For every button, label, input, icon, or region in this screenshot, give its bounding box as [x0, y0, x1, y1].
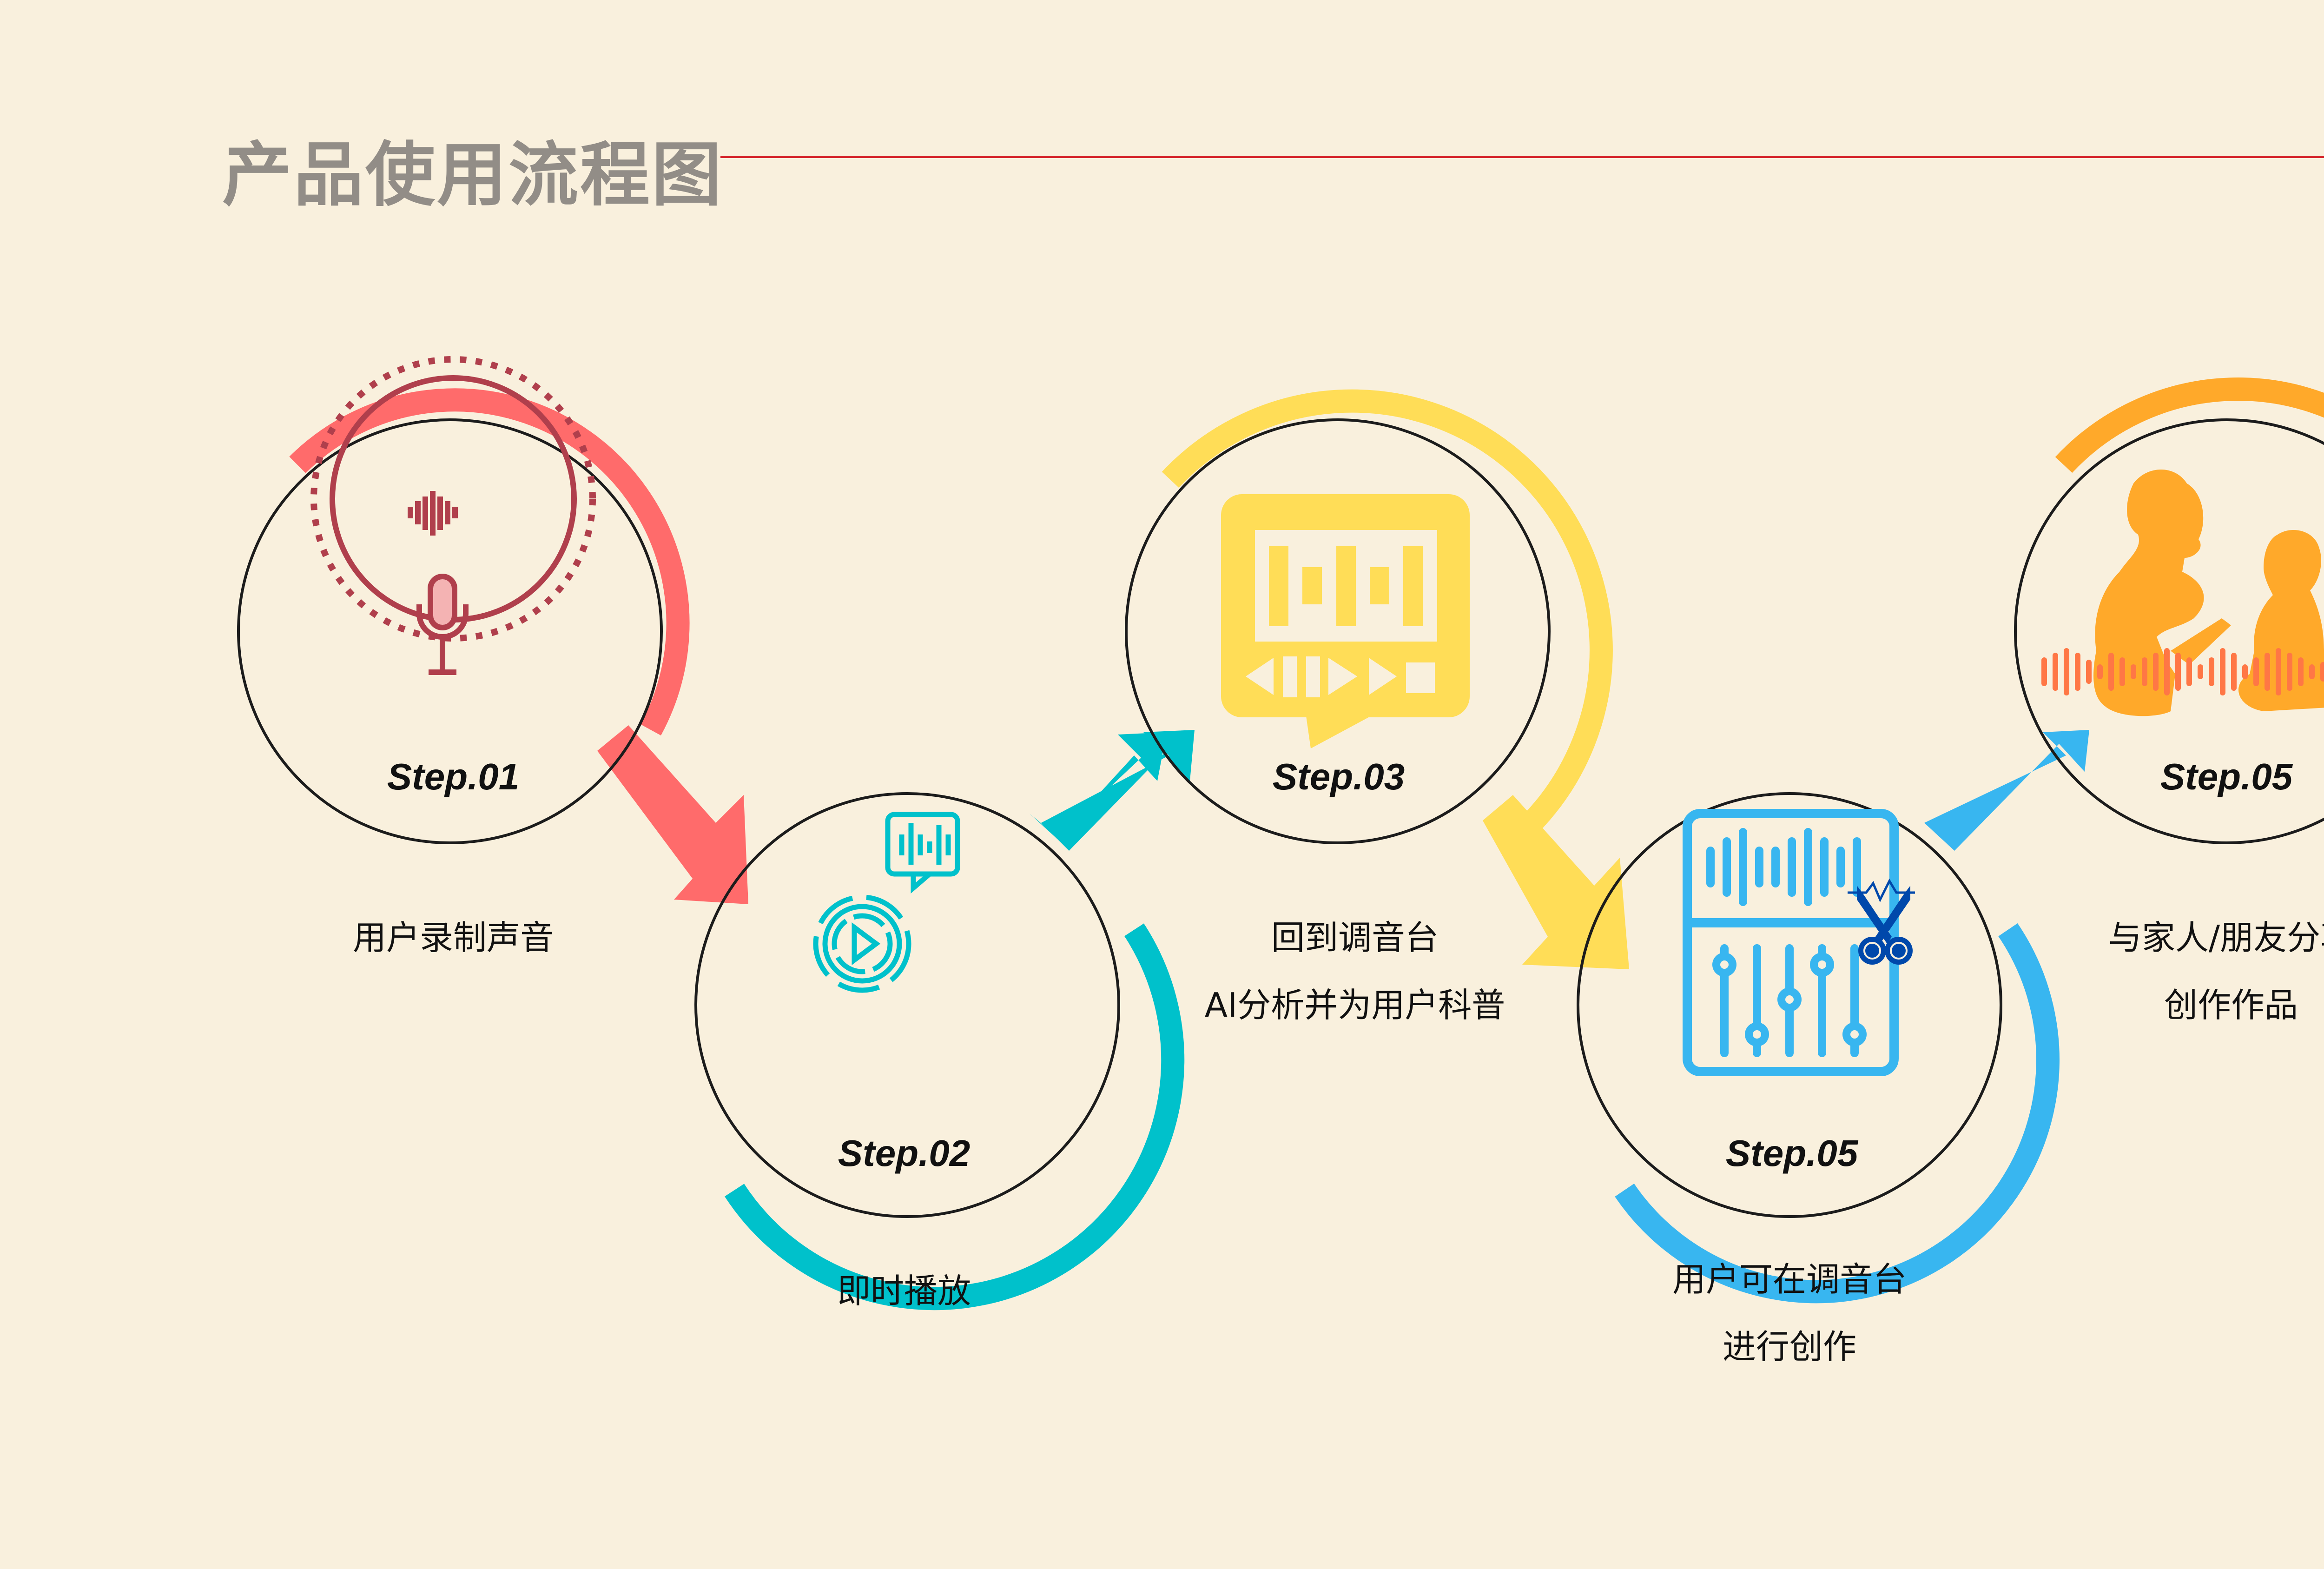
step-1-node — [237, 356, 748, 904]
arrow-down-right-icon — [597, 725, 748, 904]
parent-child-headphones-icon — [2041, 470, 2324, 716]
step-2-arc — [725, 923, 1185, 1311]
step-1-circle — [237, 418, 663, 844]
caption-line: 与家人/朋友分享 — [2108, 918, 2324, 957]
title-divider — [720, 156, 2324, 158]
scissors-icon — [1848, 878, 1915, 965]
caption-line: AI分析并为用户科普 — [1204, 986, 1505, 1025]
page-title: 产品使用流程图 — [222, 135, 724, 216]
step-2-circle — [694, 792, 1120, 1218]
step-4-arc — [1615, 923, 2060, 1304]
caption-line: 创作作品 — [2164, 986, 2298, 1025]
step-5-circle — [2014, 418, 2324, 844]
step-5-arc — [2055, 377, 2324, 473]
step-1-label: Step.01 — [387, 756, 520, 797]
arrow-up-right-icon — [1924, 730, 2089, 851]
step-2-node — [694, 730, 1195, 1311]
step-1-arc — [289, 388, 690, 735]
step-3-caption: 回到调音台 AI分析并为用户科普 — [1205, 904, 1505, 1039]
step-4-node — [1577, 730, 2089, 1304]
step-5-label: Step.05 — [2160, 756, 2293, 797]
step-4-caption: 用户可在调音台 进行创作 — [1672, 1246, 1907, 1381]
step-2-caption: 即时播放 — [837, 1258, 971, 1325]
caption-line: 进行创作 — [1722, 1327, 1857, 1366]
mixing-console-scissors-icon — [1683, 809, 1915, 1076]
step-3-label: Step.03 — [1272, 756, 1405, 797]
media-player-bubble-icon — [1221, 494, 1470, 748]
caption-line: 即时播放 — [837, 1271, 971, 1311]
caption-line: 回到调音台 — [1271, 918, 1439, 957]
step-3-node — [1125, 389, 1629, 969]
step-5-caption: 与家人/朋友分享 创作作品 — [2108, 904, 2324, 1039]
step-3-arc — [1162, 389, 1613, 829]
step-2-label: Step.02 — [838, 1132, 971, 1174]
step-5-node — [2014, 377, 2324, 844]
soundwave-icon — [2041, 648, 2324, 695]
step-3-circle — [1125, 418, 1551, 844]
step-4-label: Step.05 — [1725, 1132, 1858, 1174]
step-1-caption: 用户录制声音 — [353, 904, 554, 972]
step-4-circle — [1577, 792, 2002, 1218]
play-soundwave-bubble-icon — [813, 812, 960, 993]
microphone-soundwave-icon — [310, 356, 596, 675]
caption-line: 用户可在调音台 — [1672, 1260, 1907, 1299]
caption-line: 用户录制声音 — [352, 918, 554, 957]
arrow-up-right-icon — [1030, 732, 1167, 839]
